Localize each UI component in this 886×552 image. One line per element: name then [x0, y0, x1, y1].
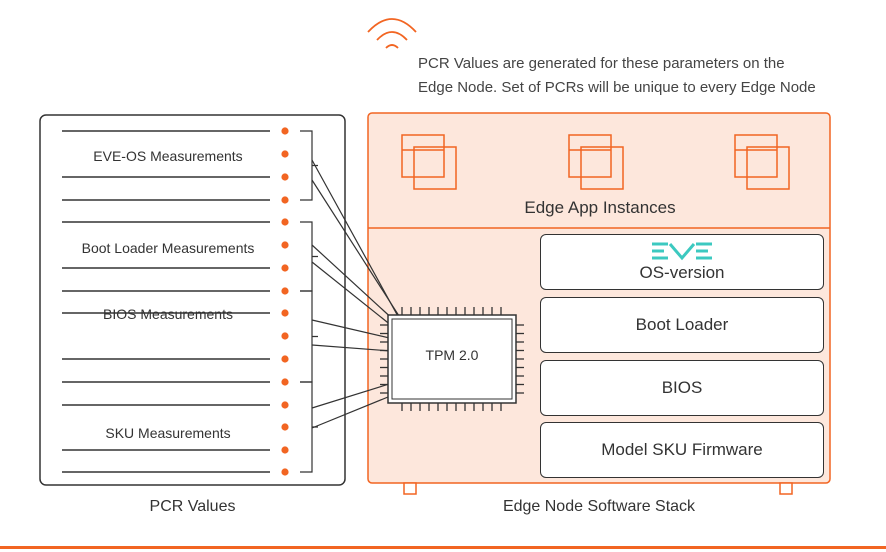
stack-layer-bios: BIOS — [540, 360, 824, 416]
pcr-dot — [281, 264, 289, 272]
pcr-note-line-1: PCR Values are generated for these param… — [418, 55, 785, 72]
pcr-dot — [281, 355, 289, 363]
pcr-dot — [281, 196, 289, 204]
stack-layer-boot-loader: Boot Loader — [540, 297, 824, 353]
pcr-dot — [281, 446, 289, 454]
stack-layer-os: OS-version — [540, 234, 824, 290]
tpm-connector-line — [311, 159, 401, 321]
eve-logo-icon — [652, 242, 712, 261]
eve-os-measurements-label: EVE-OS Measurements — [93, 148, 243, 164]
app-instance-icon — [568, 134, 624, 190]
pcr-lines — [62, 130, 270, 473]
app-instance-icon — [734, 134, 790, 190]
pcr-dot — [281, 378, 289, 386]
edge-node-foot-right — [779, 482, 793, 495]
tpm-connector-line — [311, 244, 397, 323]
app-instance-icon — [401, 134, 457, 190]
tpm-chip — [387, 314, 517, 404]
pcr-dot — [281, 241, 289, 249]
tpm-connector-line — [311, 179, 409, 331]
tpm-pins — [380, 307, 524, 411]
stack-layer-boot-loader-label: Boot Loader — [635, 315, 729, 334]
tpm-connector-line — [311, 261, 403, 335]
edge-node-foot-left — [403, 482, 417, 495]
sku-measurements-label: SKU Measurements — [105, 425, 231, 441]
pcr-values-caption: PCR Values — [149, 498, 236, 515]
tpm-label: TPM 2.0 — [425, 347, 479, 363]
edge-app-instances-label: Edge App Instances — [524, 198, 676, 217]
stack-layer-model-sku-firmware-label: Model SKU Firmware — [601, 440, 763, 459]
stack-layer-model-sku-firmware: Model SKU Firmware — [540, 422, 824, 478]
pcr-dot — [281, 173, 289, 181]
pcr-dots — [281, 127, 289, 476]
pcr-dot — [281, 468, 289, 476]
tpm-chip-inner — [391, 318, 513, 400]
pcr-dot — [281, 401, 289, 409]
pcr-dot — [281, 309, 289, 317]
pcr-dot — [281, 287, 289, 295]
pcr-dot — [281, 423, 289, 431]
pcr-dot — [281, 218, 289, 226]
tpm-connector-line — [311, 319, 399, 341]
pcr-dot — [281, 332, 289, 340]
signal-icon — [367, 18, 417, 49]
pcr-dot — [281, 127, 289, 135]
pcr-dot — [281, 150, 289, 158]
pcr-note: PCR Values are generated for these param… — [418, 52, 858, 100]
stack-layer-bios-label: BIOS — [661, 378, 703, 397]
pcr-panel — [39, 114, 346, 486]
edge-node-caption: Edge Node Software Stack — [502, 498, 696, 515]
pcr-note-line-2: Edge Node. Set of PCRs will be unique to… — [418, 79, 816, 96]
boot-loader-measurements-label: Boot Loader Measurements — [81, 240, 255, 256]
bios-measurements-label: BIOS Measurements — [103, 306, 233, 322]
bottom-accent-bar — [0, 546, 886, 549]
stack-layer-os-label: OS-version — [639, 263, 725, 282]
